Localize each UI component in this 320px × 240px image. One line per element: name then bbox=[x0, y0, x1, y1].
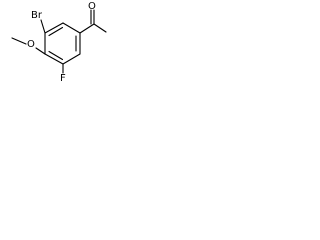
ketone-oxygen-label: O bbox=[88, 1, 96, 12]
acetyl-methyl-bond bbox=[93, 23, 107, 33]
bromine-label: Br bbox=[31, 10, 43, 21]
molecule-structure: Br O F O bbox=[11, 1, 107, 83]
ring-bond bbox=[44, 22, 64, 34]
fluorine-label: F bbox=[60, 73, 66, 83]
methoxy-oxygen-label: O bbox=[27, 39, 35, 50]
methoxy-methyl-bond bbox=[11, 37, 27, 45]
ring-bond bbox=[62, 22, 81, 34]
ring-bond bbox=[44, 53, 64, 65]
br-bond bbox=[40, 19, 46, 34]
ring-double-bond bbox=[48, 26, 64, 37]
ring-double-bond bbox=[48, 50, 64, 61]
acetyl-bond bbox=[79, 23, 95, 34]
methoxy-o-bond bbox=[35, 47, 46, 55]
ring-bond bbox=[62, 53, 81, 65]
